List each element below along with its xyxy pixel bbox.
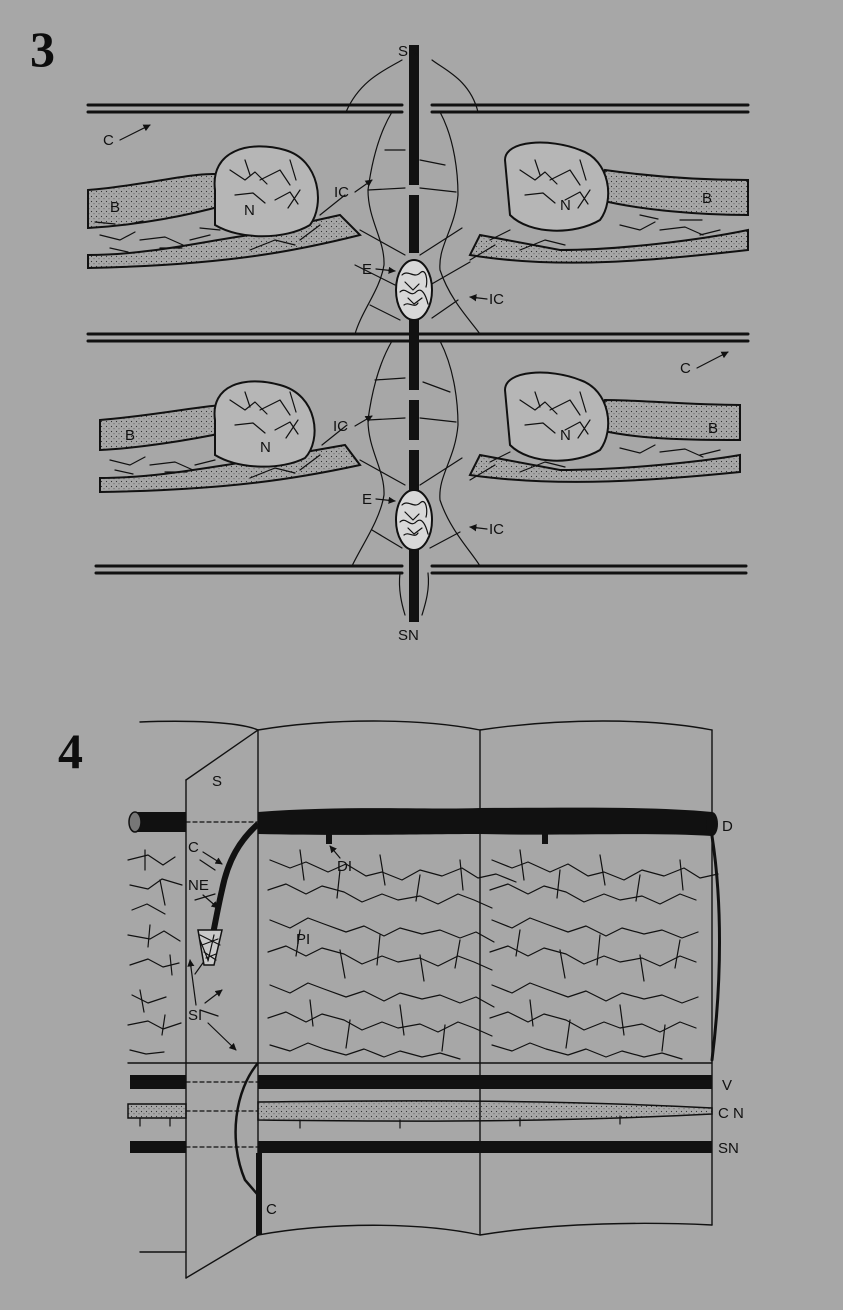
- lateral-vessel: [712, 836, 720, 1060]
- label-b-upper-left: B: [110, 199, 120, 216]
- figure-4: 4: [58, 721, 744, 1278]
- label-b-lower-left: B: [125, 427, 135, 444]
- figure-4-number: 4: [58, 723, 83, 779]
- label-d: D: [722, 818, 733, 835]
- label-n-upper-left: N: [244, 202, 255, 219]
- label-c-upper: C: [103, 132, 114, 149]
- dorsal-vessel-d: [129, 808, 718, 844]
- label-e-2: E: [362, 491, 372, 508]
- label-ne: NE: [188, 877, 209, 894]
- nerve-cord-cn: [128, 1101, 712, 1128]
- lower-right-band-and-nephridium: [470, 373, 740, 482]
- label-cn: C N: [718, 1105, 744, 1122]
- ventral-vessel-v: [130, 1075, 712, 1089]
- label-pi: PI: [296, 931, 310, 948]
- label-b-lower-right: B: [708, 420, 718, 437]
- label-n-upper-right: N: [560, 197, 571, 214]
- figure-3: 3: [30, 21, 748, 644]
- lower-left-band-and-nephridium: [100, 381, 360, 492]
- label-v: V: [722, 1077, 732, 1094]
- label-ic-3: IC: [333, 418, 348, 435]
- label-ic-2: IC: [489, 291, 504, 308]
- label-sn-top: SN: [398, 43, 419, 60]
- label-ic-4: IC: [489, 521, 504, 538]
- label-ic-1: IC: [334, 184, 349, 201]
- nephridium-ne: [198, 824, 258, 965]
- label-n-lower-left: N: [260, 439, 271, 456]
- label-b-upper-right: B: [702, 190, 712, 207]
- label-sn-bottom: SN: [398, 627, 419, 644]
- upper-left-band-and-nephridium: [88, 146, 360, 268]
- label-sn: SN: [718, 1140, 739, 1157]
- label-si: SI: [188, 1007, 202, 1024]
- subneural-vessel-sn: [130, 1141, 712, 1153]
- label-c-bottom: C: [266, 1201, 277, 1218]
- label-s: S: [212, 773, 222, 790]
- label-n-lower-right: N: [560, 427, 571, 444]
- label-c-right: C: [680, 360, 691, 377]
- connective-vessel-c: [236, 1063, 258, 1195]
- figure-3-number: 3: [30, 21, 55, 77]
- block-outline: [128, 721, 712, 1278]
- label-di: DI: [337, 858, 352, 875]
- label-c-top: C: [188, 839, 199, 856]
- label-e-1: E: [362, 261, 372, 278]
